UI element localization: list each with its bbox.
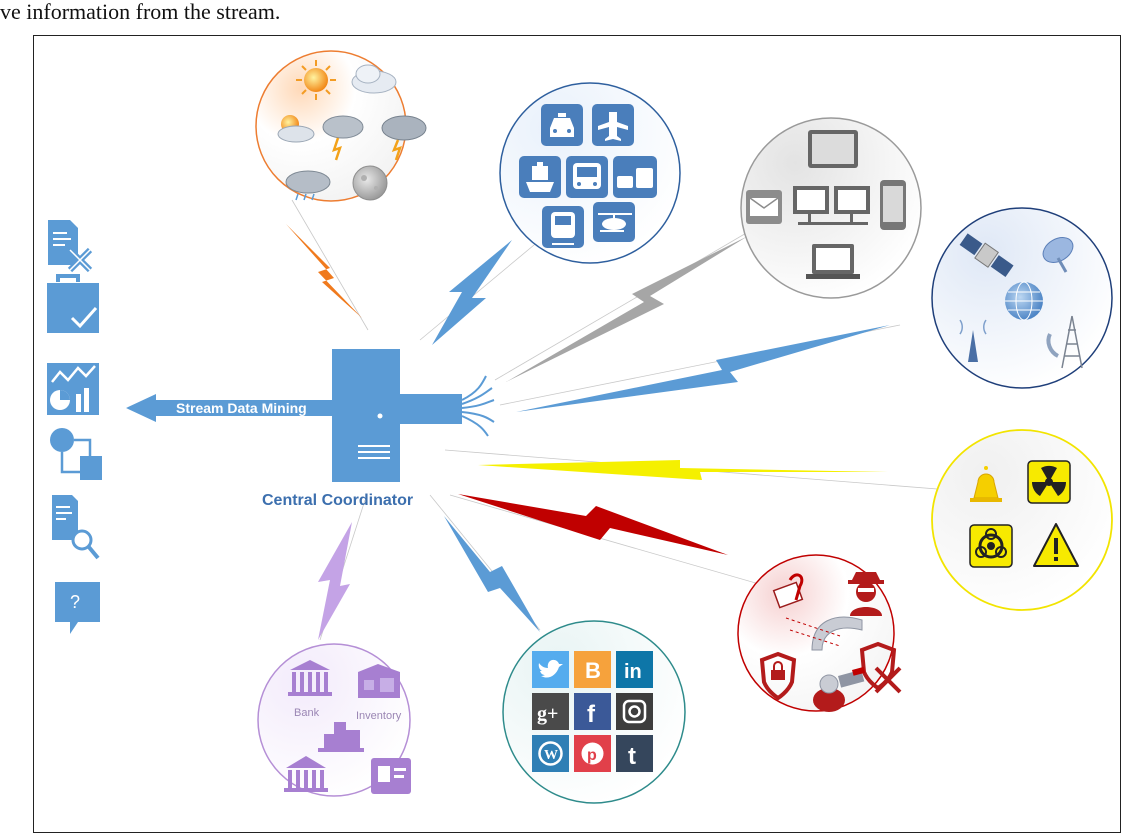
network-sources: [931, 207, 1113, 389]
globe-icon: [1005, 281, 1043, 321]
hook-mail-icon: [772, 573, 804, 609]
linkedin-glyph: in: [624, 661, 642, 683]
chart-analytics-icon: [47, 363, 99, 415]
social-grid: [532, 651, 653, 772]
network-computers-icon: [793, 186, 870, 225]
devices-bolt: [506, 236, 748, 382]
bank-icon: [288, 660, 332, 696]
twitter-bird-glyph: [538, 659, 563, 678]
pinterest-glyph: p: [581, 742, 604, 765]
social-sources: B in g+ f W p t: [502, 620, 686, 804]
satellite-dish-icon: [1042, 237, 1074, 273]
padlock-shield-icon: [759, 651, 797, 701]
briefcase-check-icon: [47, 274, 99, 333]
phone-icon: [880, 180, 906, 230]
document-search-icon: [52, 495, 100, 560]
phone-wave-icon: [1046, 333, 1060, 358]
tablet-icon: [808, 130, 858, 168]
process-flow-icon: [50, 428, 102, 480]
server-tower: [332, 349, 400, 482]
finance-bolt: [318, 522, 352, 640]
firewall-icon: [785, 616, 863, 651]
stream-data-mining-arrow: [126, 394, 336, 422]
inventory-label: Inventory: [356, 710, 402, 722]
weather-sources: [255, 50, 427, 202]
mail-icon: [746, 190, 782, 224]
svg-text:?: ?: [70, 592, 80, 612]
svg-text:p: p: [587, 747, 597, 764]
question-bubble-icon: ?: [55, 582, 100, 634]
city-icon: [318, 722, 364, 752]
bank-building-icon: [284, 756, 328, 792]
security-sources: [737, 554, 902, 712]
instagram-icon: [616, 693, 653, 730]
blogger-icon: [574, 651, 611, 688]
central-coordinator: Stream Data Mining Central Coordinator: [126, 349, 495, 509]
facebook-glyph: f: [587, 701, 596, 728]
laptop-icon: [806, 244, 860, 279]
diagram-frame: [33, 35, 1121, 833]
coordinator-label: Central Coordinator: [262, 492, 413, 509]
facebook-icon: [574, 693, 611, 730]
instagram-glyph: [622, 699, 647, 724]
alert-bolt: [478, 460, 888, 480]
server-side-block: [398, 394, 462, 424]
radio-tower-icon: [1061, 315, 1083, 369]
google-plus-icon: [532, 693, 569, 730]
bank-label: Bank: [294, 707, 320, 719]
document-reject-icon: [48, 220, 93, 273]
wordpress-icon: [532, 735, 569, 772]
gplus-glyph: g+: [537, 703, 558, 725]
input-streams: [461, 375, 495, 437]
tumblr-glyph: t: [628, 743, 636, 770]
sun-icon: [296, 60, 336, 100]
alarm-bell-icon: [970, 466, 1002, 502]
rain-cloud-icon: [285, 170, 331, 201]
svg-text:W: W: [544, 748, 558, 763]
cloud-icon: [351, 64, 397, 94]
moon-icon: [352, 165, 388, 201]
wordpress-glyph: W: [538, 741, 563, 766]
thunderstorm-icon: [381, 115, 427, 161]
transport-bolt: [432, 240, 512, 345]
caption-text: ve information from the stream.: [0, 0, 281, 24]
antenna-icon: [959, 319, 987, 362]
device-sources: [740, 117, 922, 299]
stream-arrow-label: Stream Data Mining: [176, 400, 307, 416]
partly-cloudy-icon: [277, 115, 315, 143]
biohazard-icon: [969, 524, 1013, 568]
blogger-glyph: B: [585, 658, 601, 683]
alert-sources: [931, 429, 1113, 611]
social-bolt: [444, 516, 540, 632]
shield-x-icon: [859, 641, 902, 694]
id-card-icon: [371, 758, 411, 794]
data-stream-bolts: [286, 224, 890, 640]
finance-sources: Bank Inventory: [257, 643, 411, 797]
tumblr-icon: [616, 735, 653, 772]
warning-icon: [1033, 523, 1079, 567]
devices-circle: [740, 117, 922, 299]
linkedin-icon: [616, 651, 653, 688]
output-icons: ?: [47, 220, 102, 634]
inventory-icon: [358, 664, 400, 698]
satellite-icon: [959, 233, 1014, 277]
weather-bolt: [286, 224, 362, 318]
security-bolt: [458, 494, 728, 555]
alert-circle: [931, 429, 1113, 611]
radiation-icon: [1027, 460, 1071, 504]
storm-cloud-icon: [322, 115, 364, 161]
transport-sources: [499, 82, 681, 264]
spy-icon: [848, 572, 884, 616]
robot-icon: [813, 666, 866, 712]
network-bolt: [516, 325, 890, 412]
